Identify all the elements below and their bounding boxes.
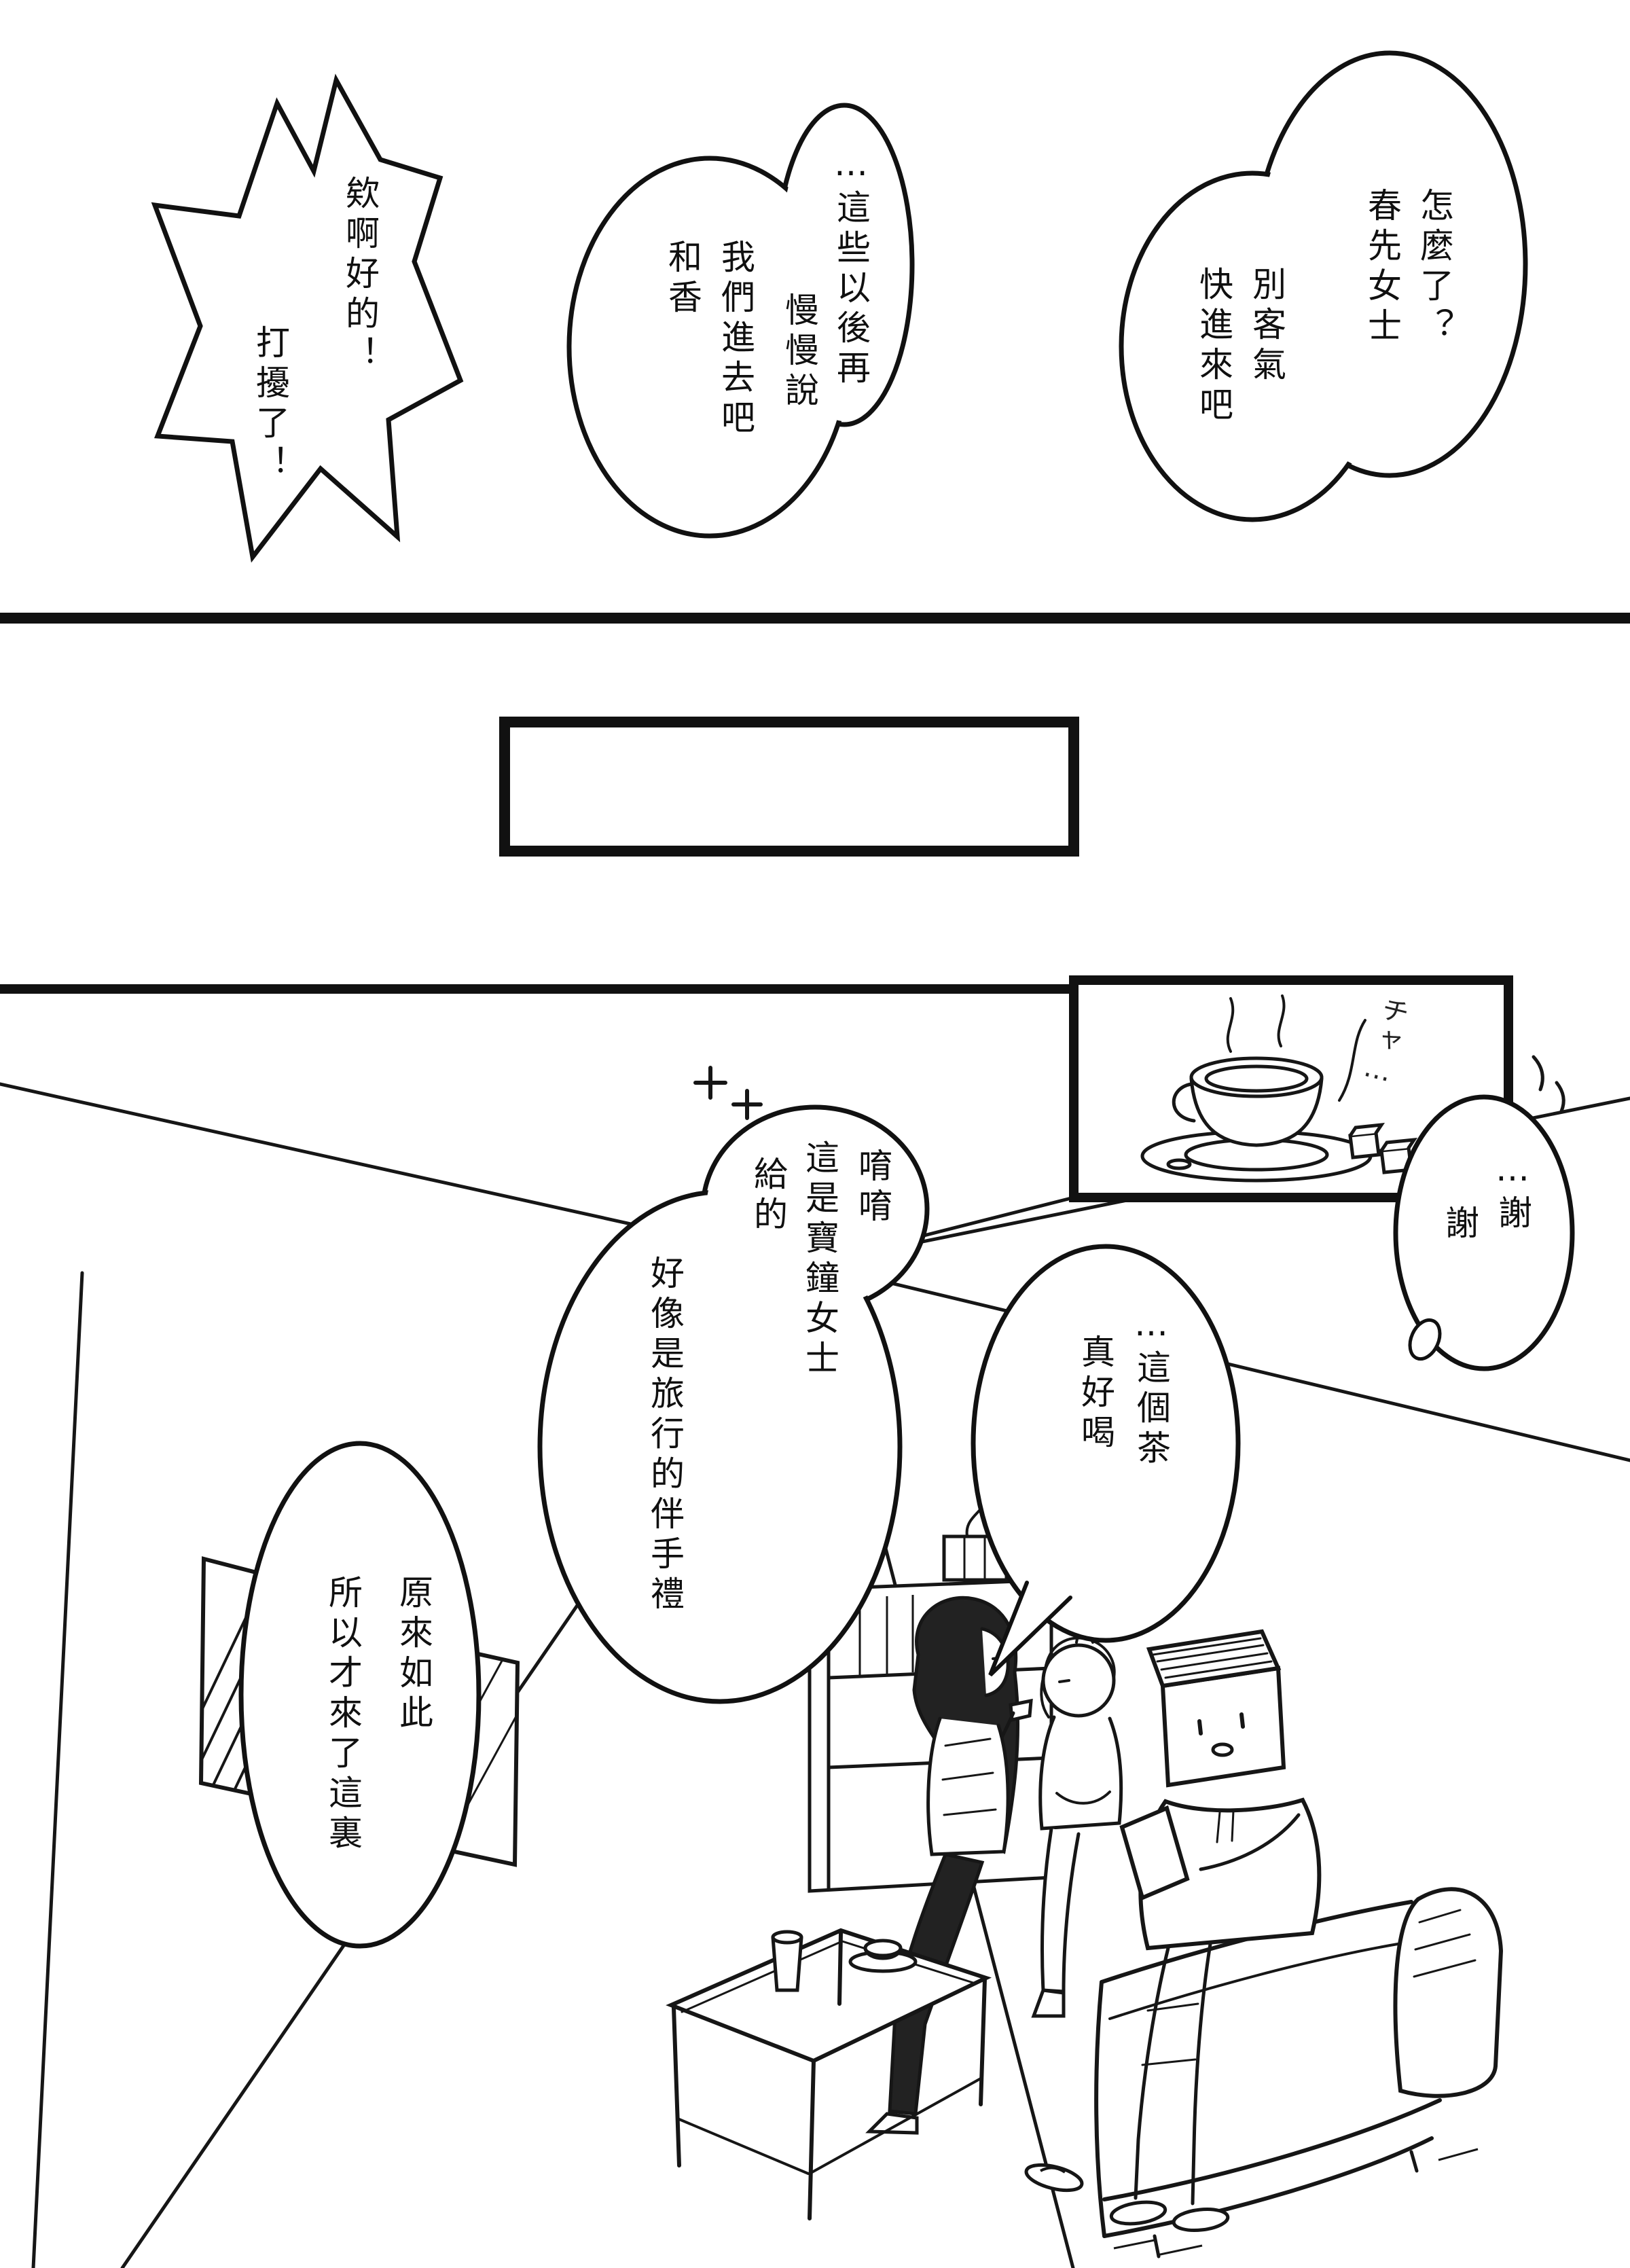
souvenir-line-3: 給的 (748, 1156, 788, 1236)
realize-line-1: 原來如此 (394, 1574, 433, 1735)
reply-line-4: 和香 (663, 239, 702, 319)
thanks-line-2: 謝 (1440, 1205, 1479, 1245)
bubble-greeting (1119, 50, 1528, 522)
teacup-drawing (1140, 994, 1418, 1183)
tea-taste-line-1: …這個茶 (1131, 1304, 1171, 1470)
panel-divider-top (0, 613, 1630, 624)
souvenir-line-4: 好像是旅行的伴手禮 (645, 1255, 685, 1616)
slipper (1024, 2163, 1084, 2193)
realize-line-2: 所以才來了這裏 (323, 1574, 363, 1855)
sofa (1094, 1887, 1504, 2258)
table-cups (771, 1930, 918, 1992)
excuse-line-2: 打擾了！ (251, 325, 290, 485)
bubble-tea (971, 1244, 1241, 1677)
excuse-line-1: 欸啊好的！ (340, 175, 380, 376)
coffee-table (666, 1928, 992, 2220)
reply-line-2: 慢慢說 (780, 292, 819, 412)
greeting-line-2: 春先女士 (1362, 187, 1402, 348)
bubble-realize (238, 1441, 482, 1949)
greeting-line-3: 別客氣 (1247, 266, 1286, 386)
bubble-thanks (1393, 1094, 1575, 1371)
bubble-reply (566, 103, 915, 539)
bubble-excuse (151, 73, 464, 563)
panel-divider-room (0, 984, 1074, 994)
girl-short-hair (1031, 1613, 1123, 2018)
thanks-line-1: …謝 (1493, 1149, 1532, 1235)
reply-line-3: 我們進去吧 (716, 239, 755, 439)
greeting-line-1: 怎麼了？ (1415, 187, 1454, 348)
bubble-souvenir (537, 1104, 930, 1704)
box-head-person (1109, 1629, 1322, 2232)
sparkle-marks (693, 1066, 763, 1120)
motion-marks (1532, 1055, 1565, 1113)
floor-shading (1113, 2148, 1479, 2256)
caption-box (499, 717, 1079, 857)
tea-taste-line-2: 真好喝 (1076, 1334, 1115, 1454)
souvenir-line-1: 唷唷 (853, 1148, 892, 1228)
reply-line-1: …這些以後再 (831, 144, 871, 390)
souvenir-line-2: 這是寶鐘女士 (800, 1140, 839, 1380)
greeting-line-4: 快進來吧 (1194, 266, 1233, 427)
